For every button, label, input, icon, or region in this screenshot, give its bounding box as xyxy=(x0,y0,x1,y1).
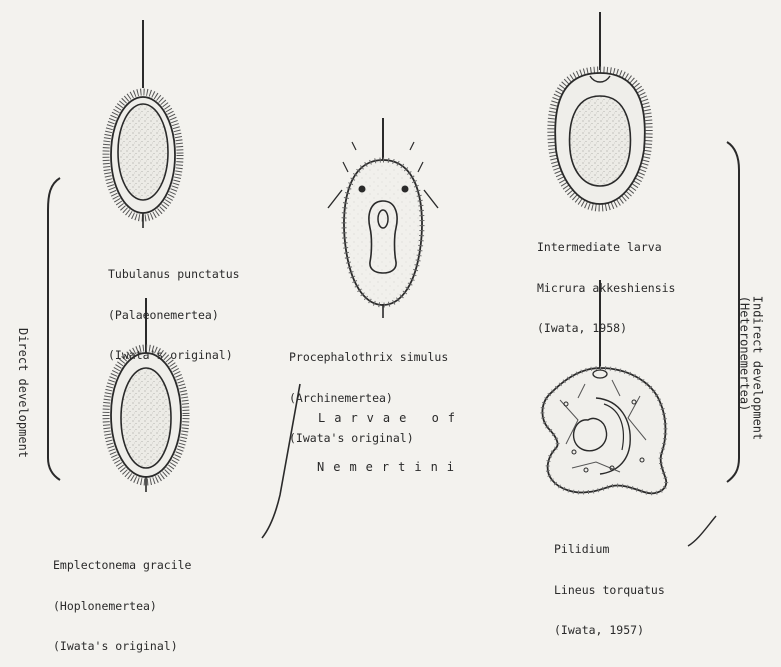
emplectonema-source: (Iwata's original) xyxy=(53,640,191,654)
procephalothrix-group: (Archinemertea) xyxy=(289,392,448,406)
pilidium-connector xyxy=(688,516,716,546)
procephalothrix-source: (Iwata's original) xyxy=(289,432,448,446)
intermediate-name: Intermediate larva xyxy=(537,241,675,255)
emplectonema-name: Emplectonema gracile xyxy=(53,559,191,573)
pilidium-species: Lineus torquatus xyxy=(554,584,665,598)
title-line2: Nemertini xyxy=(317,460,463,474)
pilidium-name: Pilidium xyxy=(554,543,665,557)
pilidium-caption: Pilidium Lineus torquatus (Iwata, 1957) xyxy=(554,516,665,651)
intermediate-larva-drawing xyxy=(551,12,649,208)
intermediate-species: Micrura akkeshiensis xyxy=(537,282,675,296)
pilidium-source: (Iwata, 1957) xyxy=(554,624,665,638)
tubulanus-larva-drawing xyxy=(106,20,180,228)
emplectonema-group: (Hoplonemertea) xyxy=(53,600,191,614)
intermediate-source: (Iwata, 1958) xyxy=(537,322,675,336)
indirect-development-line1: Indirect development xyxy=(750,296,763,441)
indirect-development-group: (Heteronemertea) xyxy=(737,296,750,441)
procephalothrix-caption: Procephalothrix simulus (Archinemertea) … xyxy=(289,324,448,459)
intermediate-caption: Intermediate larva Micrura akkeshiensis … xyxy=(537,214,675,349)
tubulanus-source: (Iwata's original) xyxy=(108,349,240,363)
emplectonema-caption: Emplectonema gracile (Hoplonemertea) (Iw… xyxy=(53,532,191,667)
direct-development-bracket xyxy=(48,178,60,480)
direct-development-label: Direct development xyxy=(16,328,30,458)
procephalothrix-name: Procephalothrix simulus xyxy=(289,351,448,365)
tubulanus-name: Tubulanus punctatus xyxy=(108,268,240,282)
procephalothrix-larva-drawing xyxy=(328,118,438,318)
indirect-development-label: Indirect development (Heteronemertea) xyxy=(737,296,763,441)
title-line1: Larvae of xyxy=(318,411,464,425)
tubulanus-caption: Tubulanus punctatus (Palaeonemertea) (Iw… xyxy=(108,241,240,376)
tubulanus-group: (Palaeonemertea) xyxy=(108,309,240,323)
